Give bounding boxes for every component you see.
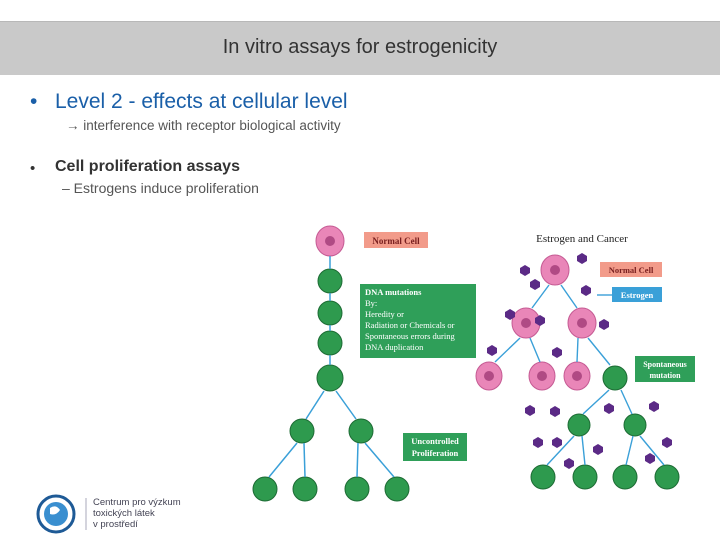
- green-cell: [384, 476, 410, 502]
- bullet-cell-proliferation: Cell proliferation assays: [55, 158, 240, 175]
- green-cell: [317, 268, 343, 294]
- svg-text:Spontaneous: Spontaneous: [643, 360, 687, 369]
- pink-cell: [540, 254, 570, 286]
- centrum-logo: [36, 494, 87, 534]
- green-cell: [572, 464, 598, 490]
- svg-text:Estrogen: Estrogen: [621, 290, 654, 300]
- green-cell: [623, 413, 647, 437]
- bullet-level2: Level 2 - effects at cellular level: [55, 90, 348, 113]
- green-cell: [567, 413, 591, 437]
- green-cell: [344, 476, 370, 502]
- logo-text: Centrum pro výzkum toxických látek v pro…: [93, 497, 181, 530]
- svg-text:Heredity or: Heredity or: [365, 309, 404, 319]
- sub-bullet-proliferation: – Estrogens induce proliferation: [62, 180, 259, 196]
- svg-text:Proliferation: Proliferation: [412, 448, 459, 458]
- spontaneous-mutation-label: [635, 356, 695, 382]
- green-cell: [292, 476, 318, 502]
- green-cell: [317, 300, 343, 326]
- green-cell: [654, 464, 680, 490]
- pink-cell: [315, 225, 345, 257]
- green-cell: [602, 365, 628, 391]
- green-cell: [612, 464, 638, 490]
- dna-mutations-box: [360, 284, 476, 358]
- green-cell: [530, 464, 556, 490]
- right-panel-title: Estrogen and Cancer: [536, 233, 628, 245]
- estrogen-cancer-diagram: Normal Cell DNA mutations By: Heredity o…: [252, 215, 698, 520]
- green-cell: [348, 418, 374, 444]
- right-normal-cell-label: [600, 262, 662, 277]
- title-bar: In vitro assays for estrogenicity: [0, 21, 720, 75]
- svg-text:Uncontrolled: Uncontrolled: [411, 436, 459, 446]
- green-cell: [317, 330, 343, 356]
- estrogen-molecules: [487, 253, 672, 469]
- bullet-marker: •: [30, 160, 36, 177]
- arrow-icon: →: [66, 118, 80, 133]
- lineage-arrows: [268, 256, 395, 478]
- green-cell: [316, 364, 344, 392]
- svg-text:Normal Cell: Normal Cell: [609, 265, 654, 275]
- normal-cell-label: [364, 232, 428, 248]
- svg-text:By:: By:: [365, 298, 377, 308]
- estrogen-label: [612, 287, 662, 302]
- bullet-marker: •: [30, 90, 38, 113]
- right-arrows: [494, 284, 665, 466]
- svg-text:DNA mutations: DNA mutations: [365, 287, 422, 297]
- svg-text:DNA duplication: DNA duplication: [365, 342, 424, 352]
- uncontrolled-proliferation-box: [403, 433, 467, 461]
- svg-text:Spontaneous errors during: Spontaneous errors during: [365, 331, 455, 341]
- green-cell: [252, 476, 278, 502]
- sub-bullet-level2: → interference with receptor biological …: [66, 118, 341, 133]
- svg-text:Normal Cell: Normal Cell: [372, 236, 420, 246]
- svg-text:mutation: mutation: [649, 371, 681, 380]
- pink-cell: [475, 307, 597, 391]
- page-title: In vitro assays for estrogenicity: [222, 36, 498, 58]
- green-cell: [289, 418, 315, 444]
- svg-text:Radiation or Chemicals or: Radiation or Chemicals or: [365, 320, 455, 330]
